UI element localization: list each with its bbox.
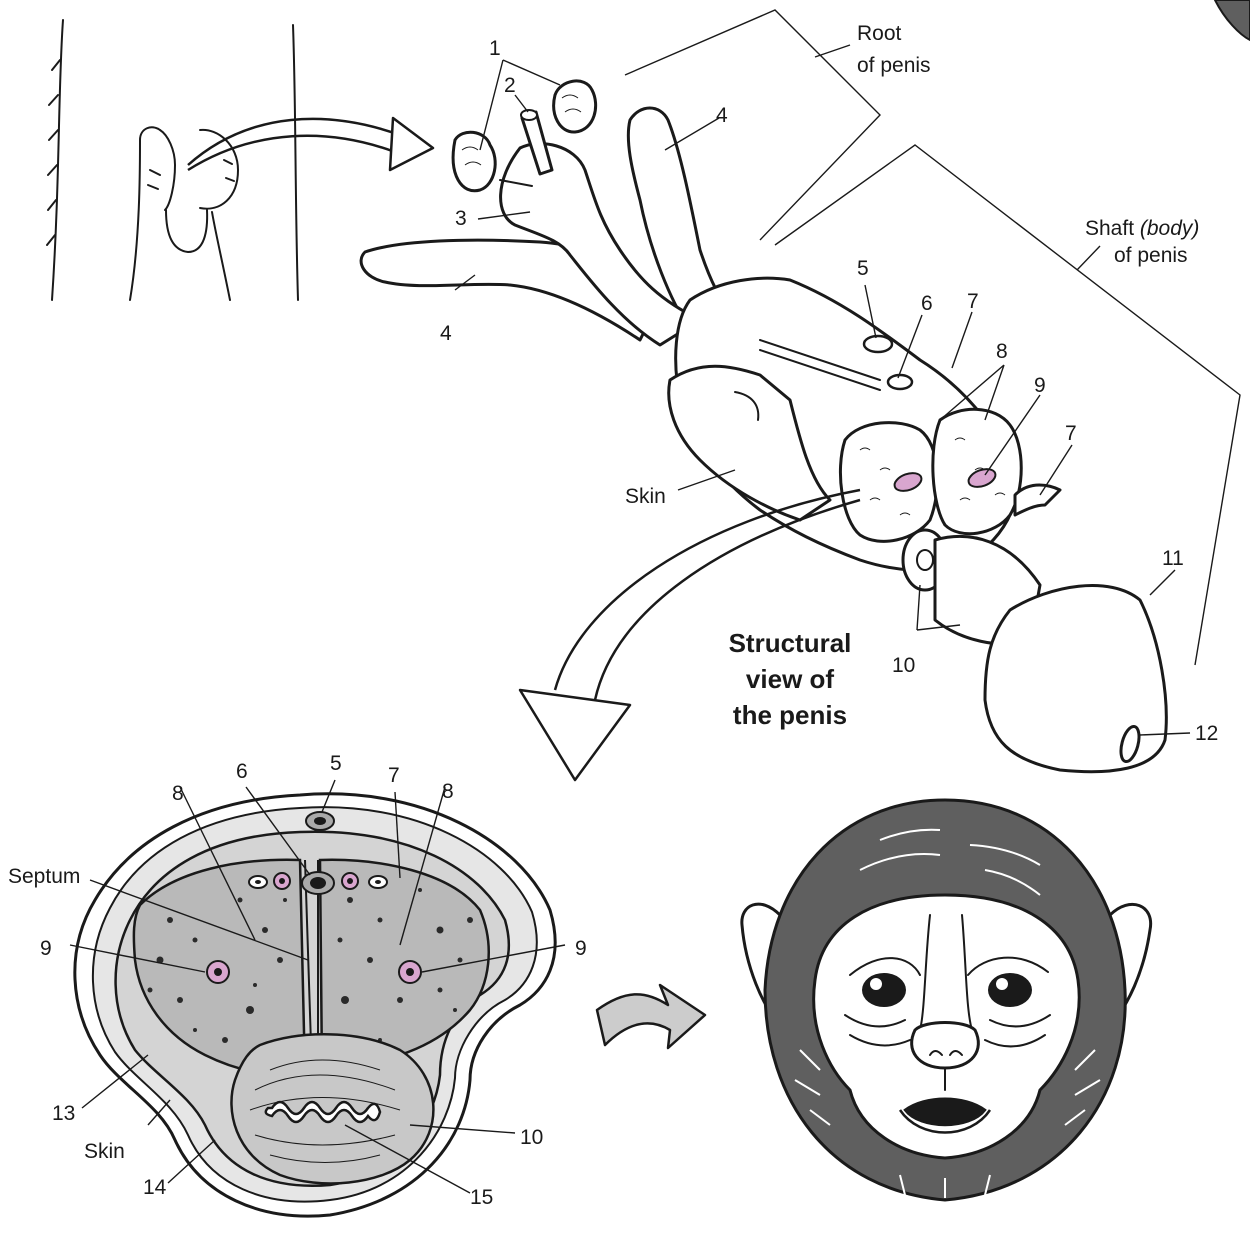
label-7-section: 7 <box>388 764 400 787</box>
label-10-top: 10 <box>892 654 915 677</box>
label-skin-top: Skin <box>625 485 666 508</box>
label-9-section-right: 9 <box>575 937 587 960</box>
label-septum: Septum <box>8 865 80 888</box>
caption: Structural view of the penis <box>729 628 852 730</box>
penis-cross-section <box>75 794 555 1216</box>
label-shaft-line1: Shaft (body) <box>1085 217 1199 240</box>
caption-line-1: Structural <box>729 628 852 658</box>
label-4-lower: 4 <box>440 322 452 345</box>
label-shaft-body: (body) <box>1140 217 1200 240</box>
label-15: 15 <box>470 1186 493 1209</box>
label-4-upper: 4 <box>716 104 728 127</box>
transition-arrow-right <box>597 985 705 1048</box>
label-2: 2 <box>504 74 516 97</box>
label-3: 3 <box>455 207 467 230</box>
label-5-top: 5 <box>857 257 869 280</box>
label-7-top: 7 <box>967 290 979 313</box>
label-10-section: 10 <box>520 1126 543 1149</box>
label-11: 11 <box>1162 547 1184 570</box>
label-13: 13 <box>52 1102 75 1125</box>
caption-line-3: the penis <box>733 700 847 730</box>
label-12: 12 <box>1195 722 1218 745</box>
label-7-right: 7 <box>1065 422 1077 445</box>
label-root-line1: Root <box>857 22 902 45</box>
transition-arrow-top <box>188 118 433 170</box>
label-14: 14 <box>143 1176 167 1199</box>
label-6-top: 6 <box>921 292 933 315</box>
label-8-top: 8 <box>996 340 1008 363</box>
label-shaft-line2: of penis <box>1114 244 1188 267</box>
label-5-section: 5 <box>330 752 342 775</box>
label-1: 1 <box>489 37 501 60</box>
label-6-section: 6 <box>236 760 248 783</box>
label-9-section-left: 9 <box>40 937 52 960</box>
label-shaft-word: Shaft <box>1085 217 1140 240</box>
label-skin-section: Skin <box>84 1140 125 1163</box>
body-outline-figure <box>47 20 298 300</box>
label-8-section-right: 8 <box>442 780 454 803</box>
label-8-section-left: 8 <box>172 782 184 805</box>
label-9-top: 9 <box>1034 374 1046 397</box>
caption-line-2: view of <box>746 664 834 694</box>
corner-decoration <box>1215 0 1250 40</box>
monkey-face <box>742 800 1151 1200</box>
label-root-line2: of penis <box>857 54 931 77</box>
